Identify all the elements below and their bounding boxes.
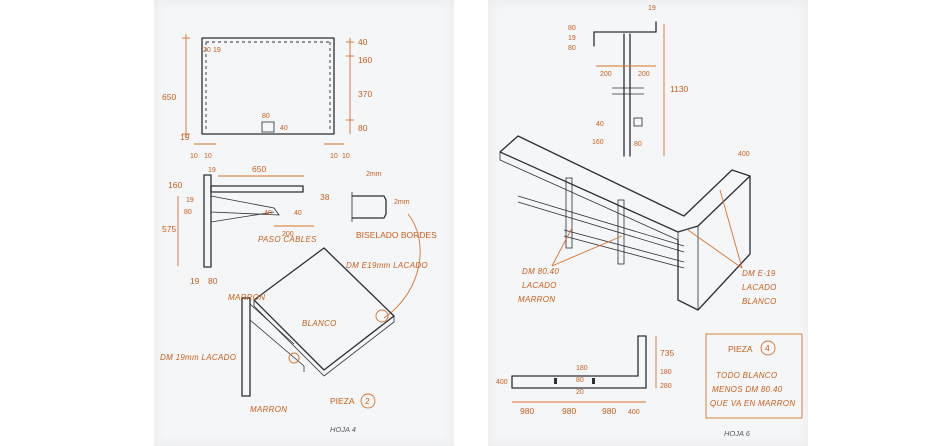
hoja-6-footer: HOJA 6 [724,429,751,438]
top-dim-20: 20 [203,47,211,54]
dm-top-note: DM E19mm LACADO [346,261,428,270]
plan-dim-980-c: 980 [602,406,616,416]
bottom-dim-10b: 10 [204,153,212,160]
right-dim-160: 160 [358,55,372,65]
bottom-dim-10d: 10 [342,153,350,160]
pieza-2-number: 2 [365,396,370,406]
bevel-dim-2mm-top: 2mm [366,171,382,178]
box-line-3: QUE VA EN MARRON [710,399,795,408]
profile-dim-200-b: 200 [638,71,650,78]
profile-dim-19-top: 19 [648,5,656,12]
side-dim-40a: 40 [264,210,272,217]
center-dim-80: 80 [262,113,270,120]
left-sheet-drawing: 650 20 19 40 160 370 80 19 10 10 10 10 8… [160,34,437,434]
bevel-detail: 2mm 2mm BISELADO BORDES [351,171,437,319]
right-sheet: 19 80 19 80 200 200 1130 40 160 80 400 D… [488,0,808,446]
bottom-dim-10a: 10 [190,153,198,160]
plan-dim-80: 80 [576,377,584,384]
plan-dim-735: 735 [660,348,674,358]
side-dim-160: 160 [168,180,182,190]
profile-dim-160: 160 [592,139,604,146]
bevel-dim-2mm-right: 2mm [394,199,410,206]
box-line-1: TODO BLANCO [716,371,777,380]
dm-e19-note: DM E-19 [742,269,776,278]
bottom-dim-10c: 10 [330,153,338,160]
plan-dim-400: 400 [496,379,508,386]
pieza-4-number: 4 [765,343,770,353]
top-view-height-label: 650 [162,92,176,102]
side-dim-19-top: 19 [208,167,216,174]
plan-dim-280: 280 [660,383,672,390]
profile-dim-200-a: 200 [600,71,612,78]
top-view: 650 20 19 40 160 370 80 19 10 10 10 10 8… [162,34,372,160]
right-sheet-drawing: 19 80 19 80 200 200 1130 40 160 80 400 D… [496,5,803,438]
side-dim-40b: 40 [294,210,302,217]
profile-dim-80-c: 80 [634,141,642,148]
piece-2-isometric: PASO CABLES DM E19mm LACADO MARRON BLANC… [160,235,428,414]
plan-view: 400 980 980 980 400 735 180 280 180 80 2… [496,335,674,416]
profile-view: 19 80 19 80 200 200 1130 40 160 80 [568,5,689,157]
lacado-blanco-note-2: BLANCO [742,297,777,306]
right-dim-40: 40 [358,37,368,47]
bevel-label: BISELADO BORDES [356,230,437,240]
side-dim-575: 575 [162,224,176,234]
profile-dim-19-a: 19 [568,35,576,42]
pieza-2-circle [360,393,376,409]
center-dim-40: 40 [280,125,288,132]
plan-dim-400-b: 400 [628,409,640,416]
side-dim-80-bottom: 80 [208,276,218,286]
lacado-blanco-note-1: LACADO [742,283,777,292]
marron-bottom-note: MARRON [250,405,287,414]
side-dim-19-mid: 19 [186,197,194,204]
hoja-4-footer: HOJA 4 [330,425,356,434]
plan-dim-980-a: 980 [520,406,534,416]
lacado-marron-note-1: LACADO [522,281,557,290]
plan-dim-180: 180 [660,369,672,376]
pieza-4-label: PIEZA [728,344,753,354]
profile-dim-1130: 1130 [670,84,689,94]
side-dim-650: 650 [252,164,266,174]
plan-dim-20: 20 [576,389,584,396]
dm-bottom-note: DM 19mm LACADO [160,353,236,362]
marron-top-note: MARRON [228,293,265,302]
paso-cables-note: PASO CABLES [258,235,317,244]
lacado-marron-note-2: MARRON [518,295,555,304]
pieza-2-label: PIEZA [330,396,355,406]
right-dim-370: 370 [358,89,372,99]
right-dim-80: 80 [358,123,368,133]
side-view: 160 19 650 19 80 38 575 40 40 200 19 80 [162,164,330,286]
profile-dim-80-b: 80 [568,45,576,52]
profile-dim-80-a: 80 [568,25,576,32]
box-line-2: MENOS DM 80.40 [712,385,783,394]
note-box: PIEZA 4 TODO BLANCO MENOS DM 80.40 QUE V… [705,333,803,419]
plan-dim-180-b: 180 [576,365,588,372]
side-dim-19-bottom: 19 [190,276,200,286]
blanco-note: BLANCO [302,319,337,328]
plan-dim-980-b: 980 [562,406,576,416]
side-dim-200: 200 [282,231,294,238]
left-sheet: 650 20 19 40 160 370 80 19 10 10 10 10 8… [154,0,454,446]
side-dim-38: 38 [320,192,330,202]
bottom-dim-19: 19 [180,132,190,142]
profile-dim-40: 40 [596,121,604,128]
top-dim-19: 19 [213,47,221,54]
iso-dim-400: 400 [738,151,750,158]
dm-80-40-note: DM 80.40 [522,267,559,276]
side-dim-80-mid: 80 [184,209,192,216]
counter-isometric: 400 DM 80.40 LACADO MARRON DM E-19 LACAD… [499,135,777,311]
